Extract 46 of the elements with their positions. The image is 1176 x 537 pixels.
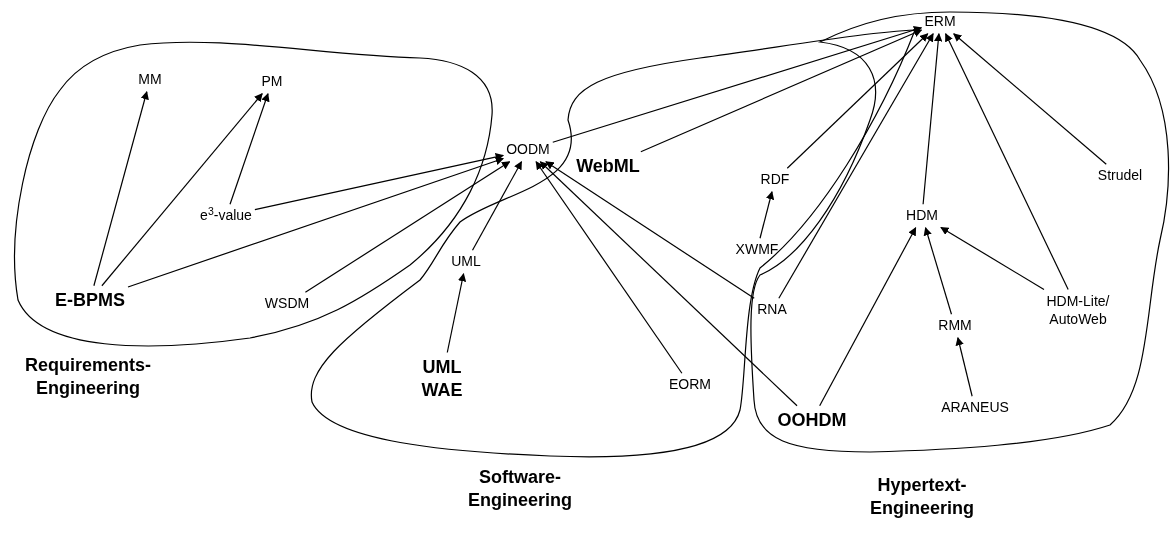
method-label: E-BPMS [55,288,125,312]
method-label: HDM-Lite/ AutoWeb [1033,292,1123,328]
arrow [446,272,467,354]
arrow [923,226,953,315]
method-label: PM [261,73,283,91]
method-label: ARANEUS [941,399,1009,417]
region-label: Software-Engineering [467,465,573,511]
method-label: HDM [906,207,938,225]
method-label: EORM [669,376,711,394]
method-label: UML [451,253,481,271]
arrow [93,90,149,287]
method-label: RNA [757,301,787,319]
arrow [552,26,923,143]
method-label: RMM [938,317,972,335]
arrow [955,336,973,397]
method-label: OOHDM [777,408,847,432]
method-label: e$^{3}$-value [200,207,252,225]
arrow [953,33,1107,165]
arrow [471,161,523,251]
arrow [535,161,683,374]
method-label: ERM [924,13,956,31]
arrow [640,29,923,153]
arrow [759,190,775,239]
arrow [786,33,929,169]
arrow [945,33,1069,291]
method-label: XWMF [735,241,779,259]
method-label: MM [138,71,162,89]
method-label: RDF [760,171,790,189]
arrow [545,161,755,299]
arrow [127,156,504,288]
arrow [254,152,505,211]
arrow [819,227,917,407]
region-label: Hypertext-Engineering [869,473,975,519]
arrow [922,32,943,205]
region-label: Requirements-Engineering [24,353,152,399]
arrow [539,161,798,407]
arrow [778,33,934,299]
method-label: WSDM [264,295,310,313]
arrow [940,226,1045,291]
method-label: Strudel [1097,167,1143,185]
method-label: WebML [576,154,640,178]
method-label: OODM [506,141,550,159]
arrow [101,93,263,287]
method-label: UML WAE [417,355,467,401]
arrow [304,161,511,293]
arrow [229,92,270,205]
